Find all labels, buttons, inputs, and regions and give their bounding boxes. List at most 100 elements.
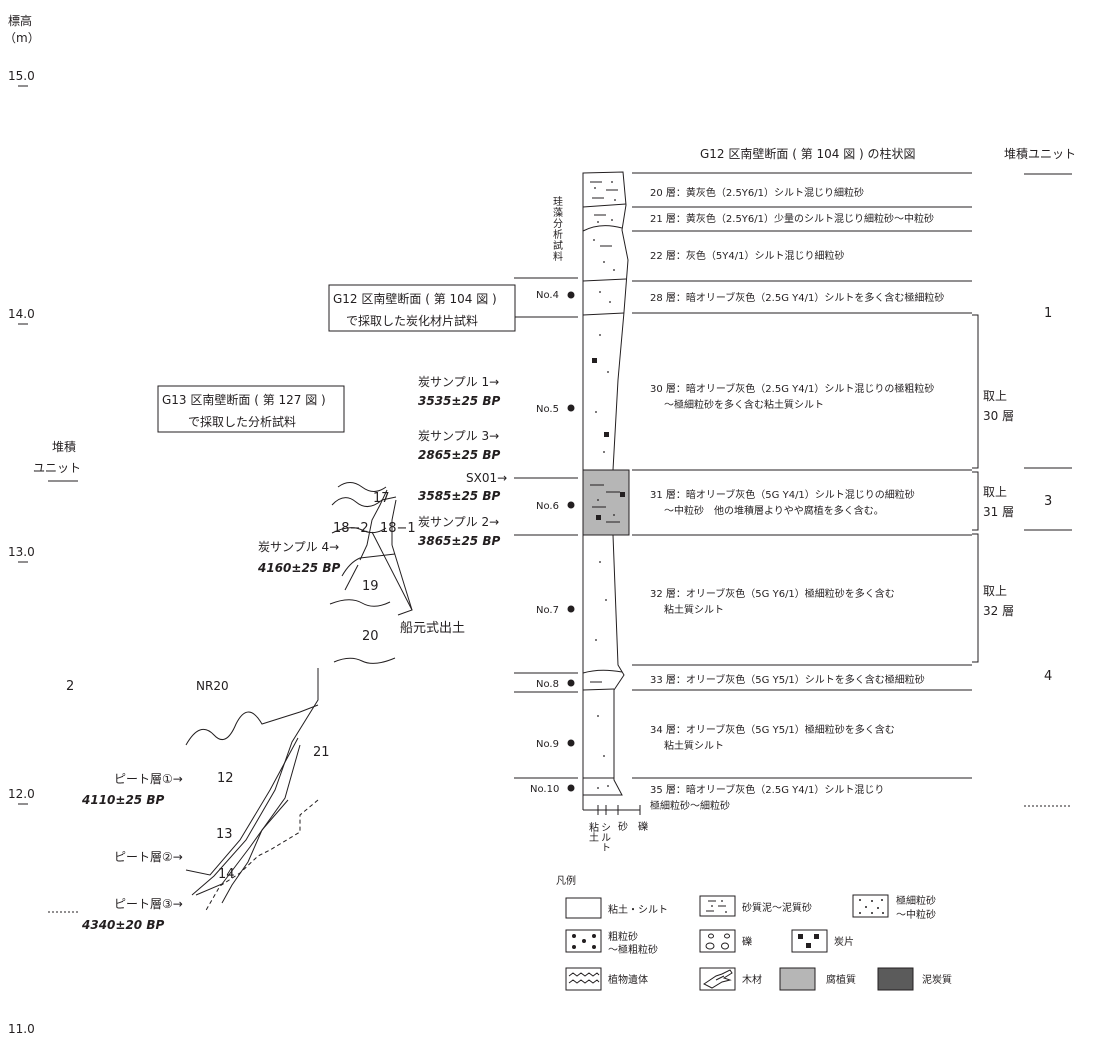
layer-19: 19 — [362, 579, 379, 594]
layer-31-line1: 31 層：暗オリーブ灰色（5G Y4/1）シルト混じりの細粒砂 — [650, 488, 915, 501]
g12-box-line1: G12 区南壁断面 ( 第 104 図 ) — [333, 291, 497, 306]
legend-gravel: 礫 — [742, 935, 752, 948]
layer-34-line1: 34 層：オリーブ灰色（5G Y5/1）極細粒砂を多く含む — [650, 723, 895, 736]
layer-33: 33 層：オリーブ灰色（5G Y5/1）シルトを多く含む極細粒砂 — [650, 673, 925, 686]
layer-14: 14 — [218, 867, 235, 882]
legend-fine-sand: 極細粒砂 — [896, 894, 936, 907]
grain-sand: 砂 — [618, 820, 628, 833]
legend-swatch-gravel — [700, 930, 735, 952]
axis-tick-14: 14.0 — [8, 307, 35, 321]
left-unit-label-2: ユニット — [33, 461, 81, 475]
legend-swatch-sandy-mud — [700, 896, 735, 916]
sample-header: 珪藻分析試料 — [551, 195, 563, 262]
peat-3-label: ピート層③→ — [114, 897, 183, 911]
charcoal-1-label: 炭サンプル 1→ — [418, 375, 499, 389]
layer-21: 21 層：黄灰色（2.5Y6/1）少量のシルト混じり細粒砂～中粒砂 — [650, 212, 934, 225]
toriage-31-l2: 31 層 — [983, 505, 1014, 519]
layer-12: 12 — [217, 771, 234, 786]
toriage-32-l1: 取上 — [983, 584, 1007, 598]
unit-1: 1 — [1044, 306, 1052, 321]
unit-4: 4 — [1044, 669, 1052, 684]
axis-tick-12: 12.0 — [8, 787, 35, 801]
grain-gravel: 礫 — [638, 820, 648, 833]
layer-17: 17 — [373, 491, 390, 506]
sample-no4: No.4 — [536, 290, 559, 301]
toriage-32-l2: 32 層 — [983, 604, 1014, 618]
legend-wood: 木材 — [742, 973, 762, 986]
legend-swatch-peat — [878, 968, 913, 990]
layer-35-line1: 35 層：暗オリーブ灰色（2.5G Y4/1）シルト混じり — [650, 783, 884, 796]
nr20-label: NR20 — [196, 679, 229, 693]
charcoal-4-label: 炭サンプル 4→ — [258, 540, 339, 554]
axis-unit: （m） — [4, 31, 40, 45]
grain-clay: 粘土 — [587, 821, 599, 842]
g13-dashed-line — [205, 800, 318, 912]
toriage-30-l2: 30 層 — [983, 409, 1014, 423]
layer-30-line1: 30 層：暗オリーブ灰色（2.5G Y4/1）シルト混じりの極粗粒砂 — [650, 382, 934, 395]
layer-20: 20 層：黄灰色（2.5Y6/1）シルト混じり細粒砂 — [650, 186, 864, 199]
layer-18-2: 18−2 — [333, 521, 369, 536]
sample-no8: No.8 — [536, 679, 559, 690]
legend-swatch-plant — [566, 968, 601, 990]
layer-34-line2: 粘土質シルト — [664, 739, 724, 752]
g13-box-line1: G13 区南壁断面 ( 第 127 図 ) — [162, 392, 326, 407]
charcoal-2-date: 3865±25 BP — [418, 534, 500, 548]
legend-peat: 泥炭質 — [922, 973, 952, 986]
layer-22: 22 層：灰色（5Y4/1）シルト混じり細粒砂 — [650, 249, 844, 262]
layer-28: 28 層：暗オリーブ灰色（2.5G Y4/1）シルトを多く含む極細粒砂 — [650, 291, 944, 304]
sample-no6: No.6 — [536, 501, 559, 512]
g13-box-line2: で採取した分析試料 — [188, 414, 296, 429]
grain-silt: シルト — [599, 822, 611, 852]
unit-3: 3 — [1044, 494, 1052, 509]
layer-21-left: 21 — [313, 745, 330, 760]
axis-tick-15: 15.0 — [8, 69, 35, 83]
legend-title: 凡例 — [556, 874, 576, 887]
layer-31-line2: ～中粒砂 他の堆積層よりやや腐植を多く含む。 — [664, 504, 884, 517]
peat-2-label: ピート層②→ — [114, 850, 183, 864]
charcoal-4-date: 4160±25 BP — [257, 561, 340, 575]
legend-charcoal: 炭片 — [834, 935, 854, 948]
charcoal-3-label: 炭サンプル 3→ — [418, 429, 499, 443]
sample-no5: No.5 — [536, 404, 559, 415]
column-title: G12 区南壁断面 ( 第 104 図 ) の柱状図 — [700, 146, 916, 161]
peat-1-label: ピート層①→ — [114, 772, 183, 786]
axis-label: 標高 — [8, 13, 32, 28]
funamoto-label: 船元式出土 — [400, 621, 465, 636]
elevation-axis: 標高 （m） 15.0 14.0 13.0 12.0 11.0 — [4, 13, 40, 1036]
unit-header: 堆積ユニット — [1004, 146, 1076, 161]
peat-3-date: 4340±20 BP — [81, 918, 164, 932]
toriage-31-l1: 取上 — [983, 485, 1007, 499]
layer-13: 13 — [216, 827, 233, 842]
axis-tick-11: 11.0 — [8, 1022, 35, 1036]
layer-35-line2: 極細粒砂～細粒砂 — [650, 799, 730, 812]
sample-no7: No.7 — [536, 605, 559, 616]
charcoal-3-date: 2865±25 BP — [418, 448, 500, 462]
layer-20-left: 20 — [362, 629, 379, 644]
legend-plant: 植物遺体 — [608, 973, 648, 986]
legend-sandy-mud: 砂質泥～泥質砂 — [742, 901, 812, 914]
layer-31-humus — [583, 470, 629, 535]
sample-markers: No.4 No.5 No.6 No.7 No.8 No.9 No.10 — [514, 278, 578, 795]
toriage-30-l1: 取上 — [983, 389, 1007, 403]
grain-scale — [583, 795, 640, 815]
layer-18-1: 18−1 — [380, 521, 416, 536]
peat-1-date: 4110±25 BP — [81, 793, 164, 807]
legend-swatch-charcoal — [792, 930, 827, 952]
layer-30-line2: ～極細粒砂を多く含む粘土質シルト — [664, 398, 824, 411]
g12-box-line2: で採取した炭化材片試料 — [346, 313, 478, 328]
legend-swatch-clay — [566, 898, 601, 918]
layer-32-line1: 32 層：オリーブ灰色（5G Y6/1）極細粒砂を多く含む — [650, 587, 895, 600]
legend-swatch-humus — [780, 968, 815, 990]
layer-32-line2: 粘土質シルト — [664, 603, 724, 616]
sx01-label: SX01→ — [466, 471, 507, 485]
left-unit-2: 2 — [66, 679, 74, 694]
legend-coarse-sand-2: ～極粗粒砂 — [608, 943, 658, 956]
legend-fine-sand-2: ～中粒砂 — [896, 908, 936, 921]
sample-no9: No.9 — [536, 739, 559, 750]
layer-dividers — [632, 173, 972, 778]
sample-no10: No.10 — [530, 784, 559, 795]
strat-column — [583, 172, 629, 795]
charcoal-1-date: 3535±25 BP — [418, 394, 500, 408]
left-unit-label-1: 堆積 — [52, 439, 76, 454]
